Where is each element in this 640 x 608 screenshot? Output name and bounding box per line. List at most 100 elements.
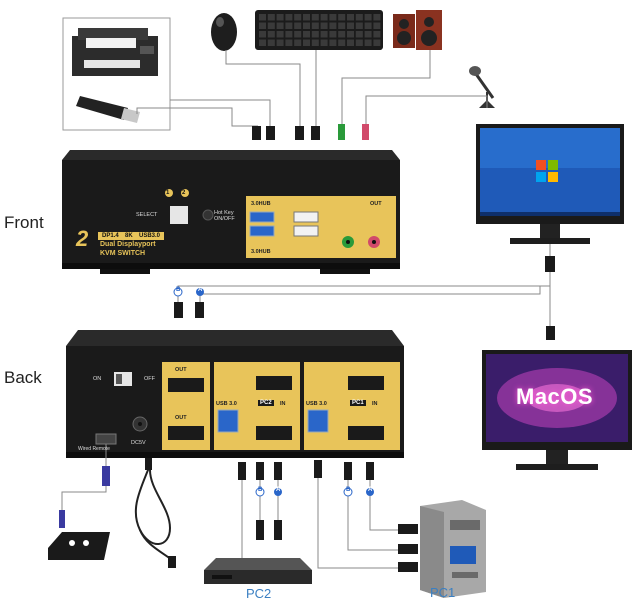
keyboard-key [294, 39, 302, 46]
keyboard-key [355, 22, 363, 29]
keyboard-icon [255, 10, 383, 50]
on-label: ON [93, 376, 102, 382]
microphone-icon [469, 66, 495, 108]
middle-plugs [173, 256, 555, 340]
keyboard-key [364, 31, 372, 38]
keyboard-key [329, 22, 337, 29]
keyboard-key [311, 22, 319, 29]
top-plugs [252, 124, 369, 140]
keyboard-key [276, 39, 284, 46]
keyboard-key [276, 22, 284, 29]
keyboard-key [276, 14, 284, 21]
badge-b-pc2: B [258, 487, 263, 493]
keyboard-key [320, 22, 328, 29]
keyboard-key [259, 39, 266, 46]
keyboard-key [364, 39, 372, 46]
top-cables [136, 50, 488, 127]
pc2-in-label: PC2 [258, 400, 274, 406]
keyboard-key [338, 22, 346, 29]
keyboard-key [329, 39, 337, 46]
keyboard-key [267, 31, 275, 38]
keyboard-key [303, 14, 310, 21]
keyboard-key [311, 14, 319, 21]
usb-right-label: USB 3.0 [306, 401, 327, 407]
keyboard-key [285, 14, 293, 21]
brand-number: 2 [76, 226, 89, 251]
printer-usb-box [62, 17, 171, 131]
keyboard-key [373, 31, 381, 38]
keyboard-key [320, 31, 328, 38]
keyboard-key [355, 39, 363, 46]
keyboard-key [329, 14, 337, 21]
keyboard-key [347, 39, 354, 46]
keyboard-key [285, 39, 293, 46]
front-label: Front [4, 213, 44, 232]
keyboard-key [355, 31, 363, 38]
keyboard-key [285, 31, 293, 38]
badge-a-middle: A [198, 287, 203, 293]
keyboard-key [259, 14, 266, 21]
keyboard-key [364, 22, 372, 29]
pc1-label: PC1 [430, 585, 456, 600]
select-label: SELECT [136, 212, 158, 218]
front-device [62, 150, 400, 274]
keyboard-key [267, 39, 275, 46]
usb-stick-icon [76, 96, 140, 123]
out-label: OUT [370, 201, 382, 207]
tower-pc-icon [420, 500, 486, 598]
keyboard-key [320, 39, 328, 46]
keyboard-key [347, 31, 354, 38]
pc2-in-word: IN [280, 401, 286, 407]
port-2-label: 2 [182, 190, 186, 196]
brand-title: Dual Displayport [100, 241, 156, 248]
keyboard-key [311, 39, 319, 46]
badge-b-pc1: B [346, 487, 351, 493]
keyboard-key [294, 31, 302, 38]
keyboard-key [267, 14, 275, 21]
keyboard-key [373, 22, 381, 29]
wired-remote-icon [48, 510, 110, 560]
brand-line1: DP1.4 [102, 233, 119, 239]
keyboard-key [329, 31, 337, 38]
bottom-plugs [102, 460, 418, 572]
out-b-label: OUT [175, 367, 187, 373]
select-button[interactable] [170, 206, 188, 224]
macos-screen-text: MacOS [516, 384, 594, 409]
keyboard-key [276, 31, 284, 38]
keyboard-key [320, 14, 328, 21]
keyboard-key [303, 39, 310, 46]
monitor-windows [476, 124, 624, 244]
bottom-cables [61, 444, 406, 569]
back-label: Back [4, 368, 42, 387]
keyboard-key [259, 22, 266, 29]
brand-sub: KVM SWITCH [100, 250, 146, 257]
brand-line2: 8K [125, 233, 133, 239]
windows-logo-icon [536, 160, 558, 182]
pc2-label: PC2 [246, 586, 272, 601]
keyboard-key [294, 14, 302, 21]
mouse-icon [211, 13, 237, 51]
power-cable-icon [134, 458, 173, 561]
keyboard-key [285, 22, 293, 29]
badge-b-middle: B [176, 287, 181, 293]
brand-line3: USB3.0 [139, 233, 161, 239]
usb-left-label: USB 3.0 [216, 401, 237, 407]
port-1-label: 1 [166, 190, 170, 196]
wired-remote-label: Wired Remote [78, 446, 110, 452]
hub-label-top: 3.0HUB [251, 201, 271, 207]
keyboard-key [259, 31, 266, 38]
keyboard-key [355, 14, 363, 21]
badge-a-pc1: A [368, 487, 373, 493]
keyboard-key [303, 31, 310, 38]
keyboard-key [267, 22, 275, 29]
keyboard-key [303, 22, 310, 29]
keyboard-key [373, 14, 381, 21]
keyboard-key [364, 14, 372, 21]
keyboard-key [338, 31, 346, 38]
dc-label: DC5V [131, 440, 146, 446]
mini-pc-icon [204, 558, 312, 584]
keyboard-key [347, 22, 354, 29]
keyboard-key [338, 39, 346, 46]
